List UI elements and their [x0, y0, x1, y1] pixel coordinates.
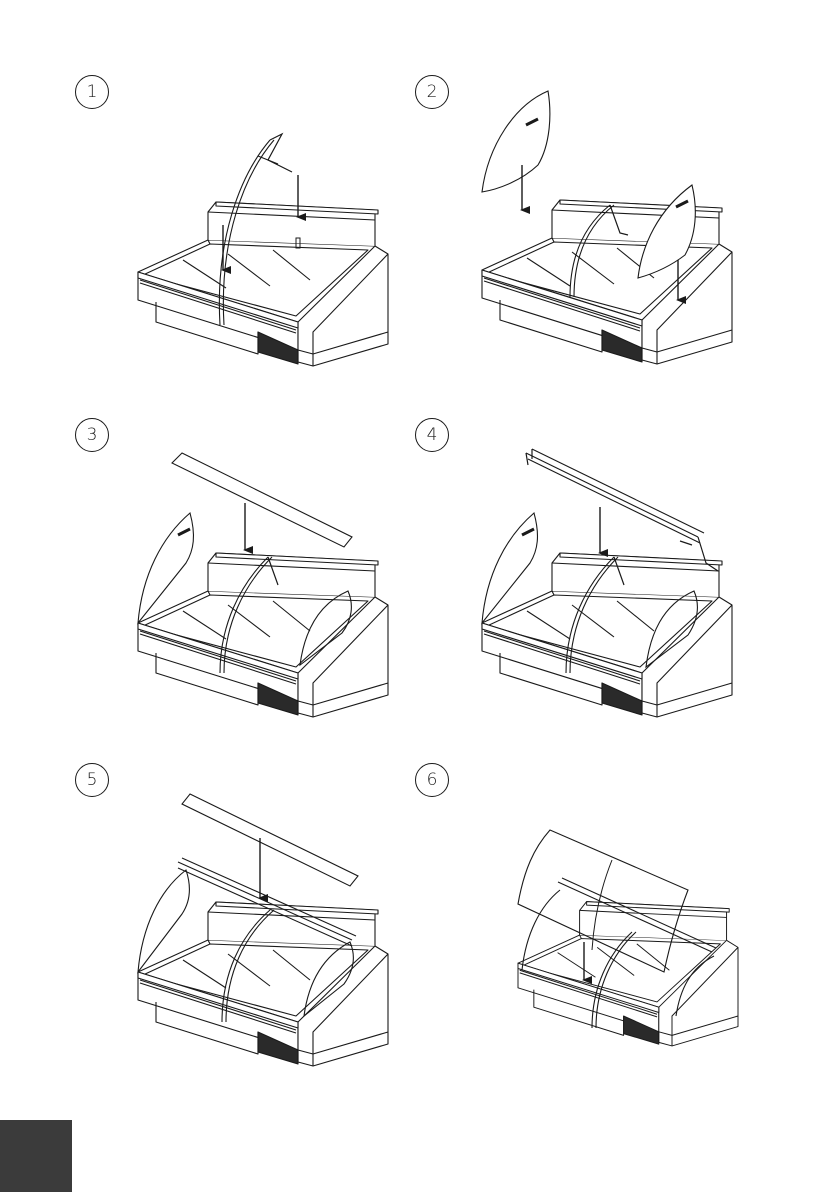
step-badge-5: 5	[75, 763, 109, 797]
step-5-illustration	[120, 790, 410, 1085]
display-case-icon	[470, 445, 770, 735]
step-badge-3: 3	[75, 418, 109, 452]
step-1-illustration	[120, 120, 410, 400]
step-badge-4: 4	[415, 418, 449, 452]
step-2-illustration	[470, 85, 770, 395]
step-4-illustration	[470, 445, 770, 735]
step-badge-1: 1	[75, 75, 109, 109]
step-badge-2: 2	[415, 75, 449, 109]
display-case-icon	[470, 85, 770, 395]
display-case-icon	[120, 120, 410, 400]
page-corner-tab	[0, 1120, 72, 1192]
display-case-icon	[120, 445, 410, 735]
step-3-illustration	[120, 445, 410, 735]
step-6-illustration	[500, 820, 760, 1085]
display-case-icon	[500, 820, 760, 1085]
step-badge-6: 6	[415, 763, 449, 797]
display-case-icon	[120, 790, 410, 1085]
